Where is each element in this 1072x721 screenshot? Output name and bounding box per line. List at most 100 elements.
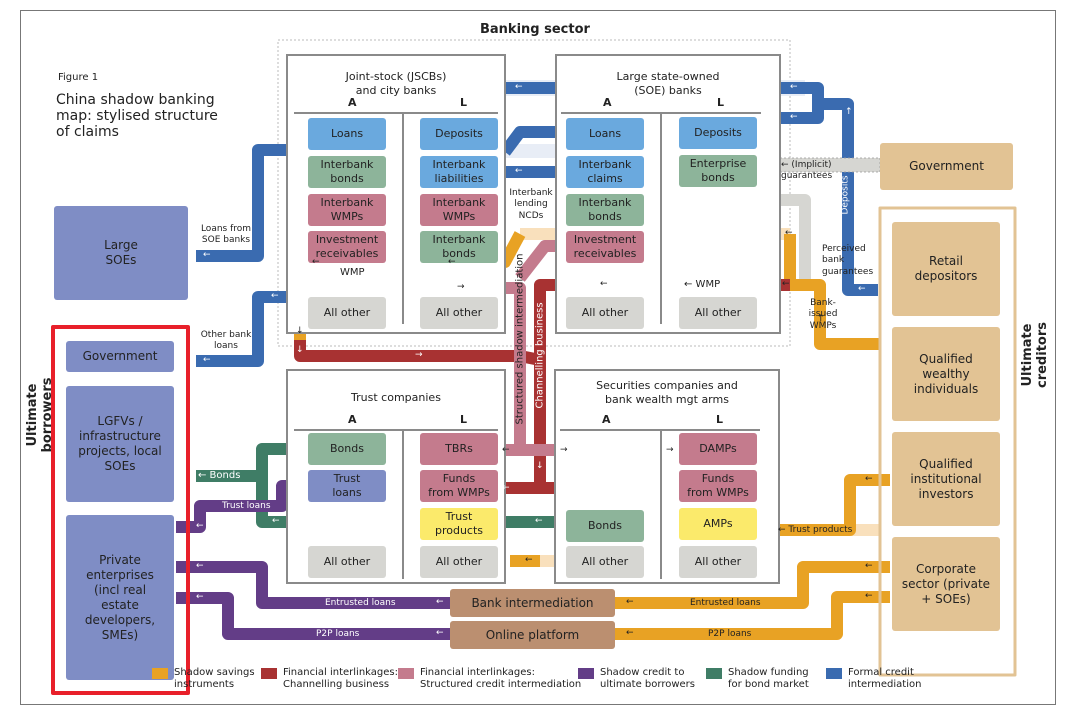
arrow-left-icon: ← xyxy=(865,561,873,571)
ultimate-borrowers-heading: Ultimate borrowers xyxy=(25,377,55,453)
arrow-left-icon: ← xyxy=(271,291,279,301)
arrow-down-icon: ↓ xyxy=(536,461,544,471)
label-interbank-lending: Interbank lending NCDs xyxy=(509,188,553,221)
legend-item-formal-credit: Formal credit intermediation xyxy=(826,667,921,691)
jscb-asset-all-other: All other xyxy=(308,297,386,329)
legend-item-structured: Financial interlinkages: Structured cred… xyxy=(398,667,581,691)
arrow-left-icon: ← xyxy=(312,257,320,267)
arrow-down-icon: ↓ xyxy=(296,326,304,336)
borrower-large-soes: Large SOEs xyxy=(54,206,188,300)
arrow-left-icon: ← xyxy=(203,250,211,260)
jscb-divider xyxy=(294,112,498,114)
arrow-left-icon: ← xyxy=(790,82,798,92)
figure-frame xyxy=(20,10,1056,705)
soe-liab-all-other: All other xyxy=(679,297,757,329)
sec-liab-funds-from-wmps: Funds from WMPs xyxy=(679,470,757,502)
flow-interbank-loans xyxy=(500,126,570,156)
panel-soe-title: Large state-owned (SOE) banks xyxy=(616,70,720,97)
soe-asset-interbank-bonds: Interbank bonds xyxy=(566,194,644,226)
label-loans-from-soe: Loans from SOE banks xyxy=(200,224,252,246)
arrow-right-icon: → xyxy=(560,483,568,493)
trust-col-l: L xyxy=(460,413,468,426)
flow-p2p-loans xyxy=(176,592,450,640)
legend-swatch xyxy=(826,668,842,679)
creditor-qualified-institutional: Qualified institutional investors xyxy=(892,432,1000,526)
figure-label: Figure 1 xyxy=(58,72,99,83)
soe-col-l: L xyxy=(717,96,725,109)
label-structured-shadow: Structured shadow intermediation xyxy=(514,253,526,425)
arrow-left-icon: ← xyxy=(448,257,456,267)
sec-liab-amps: AMPs xyxy=(679,508,757,540)
soe-col-a: A xyxy=(603,96,612,109)
arrow-right-icon: → xyxy=(666,483,674,493)
flow-loans-from-soe xyxy=(196,144,300,262)
jscb-liab-interbank-liabilities: Interbank liabilities xyxy=(420,156,498,188)
label-implicit-guarantees: ← (Implicit) guarantees xyxy=(781,160,833,182)
legend-label: Shadow credit to ultimate borrowers xyxy=(600,667,695,690)
borrower-lgfvs: LGFVs / infrastructure projects, local S… xyxy=(66,386,174,502)
flow-bank-issued-wmps xyxy=(790,279,880,350)
arrow-left-icon: ← xyxy=(865,474,873,484)
sec-asset-all-other: All other xyxy=(566,546,644,578)
arrow-left-icon: ← xyxy=(790,112,798,122)
flow-bonds-trust xyxy=(196,443,305,482)
arrow-left-icon: ← xyxy=(436,628,444,638)
intermediary-bank: Bank intermediation xyxy=(450,589,615,617)
label-deposits: Deposits xyxy=(840,175,851,215)
label-trust-loans: Trust loans xyxy=(222,501,271,511)
creditor-qualified-wealthy: Qualified wealthy individuals xyxy=(892,327,1000,421)
flow-entrusted-loans-right xyxy=(615,561,890,609)
figure-title: China shadow banking map: stylised struc… xyxy=(56,92,218,141)
flow-trust-loans xyxy=(176,480,305,533)
arrow-left-icon: ← xyxy=(865,591,873,601)
label-p2p-loans-left: P2P loans xyxy=(316,629,360,639)
arrow-left-icon: ← xyxy=(502,483,510,493)
jscb-col-l: L xyxy=(460,96,468,109)
borrower-private-enterprises: Private enterprises (incl real estate de… xyxy=(66,515,174,680)
soe-asset-loans: Loans xyxy=(566,118,644,150)
sec-col-l: L xyxy=(716,413,724,426)
label-other-bank-loans: Other bank loans xyxy=(200,330,252,352)
arrow-left-icon: ← xyxy=(196,561,204,571)
banking-sector-heading: Banking sector xyxy=(480,22,590,37)
creditor-corporate-sector: Corporate sector (private + SOEs) xyxy=(892,537,1000,631)
label-wmp: WMP xyxy=(340,267,365,278)
arrow-left-icon: ← xyxy=(203,355,211,365)
soe-asset-all-other: All other xyxy=(566,297,644,329)
arrow-left-icon: ← xyxy=(436,597,444,607)
legend-label: Formal credit intermediation xyxy=(848,667,922,690)
panel-trust-title: Trust companies xyxy=(351,391,441,404)
trust-liab-all-other: All other xyxy=(420,546,498,578)
soe-liab-enterprise-bonds: Enterprise bonds xyxy=(679,155,757,187)
flow-deposits-mid xyxy=(780,104,824,124)
legend-swatch xyxy=(706,668,722,679)
arrow-left-icon: ← xyxy=(785,228,793,238)
label-entrusted-loans-right: Entrusted loans xyxy=(690,598,761,608)
jscb-asset-interbank-bonds: Interbank bonds xyxy=(308,156,386,188)
arrow-up-icon: ↑ xyxy=(845,107,853,117)
flow-other-bank-loans xyxy=(196,291,290,367)
legend-swatch xyxy=(578,668,594,679)
sec-col-a: A xyxy=(602,413,611,426)
label-trust-products: ← Trust products xyxy=(778,525,853,535)
borrower-government: Government xyxy=(66,341,174,372)
sec-col-divider xyxy=(660,429,662,579)
jscb-col-divider xyxy=(402,112,404,324)
arrow-right-icon: → xyxy=(560,445,568,455)
flow-channelling-top xyxy=(294,340,542,366)
flow-p2p-loans-right xyxy=(615,591,890,640)
jscb-liab-interbank-bonds: Interbank bonds xyxy=(420,231,498,263)
trust-asset-trust-loans: Trust loans xyxy=(308,470,386,502)
arrow-left-icon: ← xyxy=(782,279,790,289)
flow-perceived-guarantees xyxy=(780,194,811,280)
label-bonds: ← Bonds xyxy=(198,470,241,481)
soe-col-divider xyxy=(660,112,662,324)
arrow-left-icon: ← xyxy=(196,592,204,602)
arrow-up-icon: ↑ xyxy=(817,314,825,324)
arrow-left-icon: ← xyxy=(626,628,634,638)
intermediary-online-platform: Online platform xyxy=(450,621,615,649)
legend-item-shadow-savings: Shadow savings instruments xyxy=(152,667,255,691)
creditor-government: Government xyxy=(880,143,1013,190)
legend-item-shadow-funding: Shadow funding for bond market xyxy=(706,667,809,691)
arrow-left-icon: ← xyxy=(515,166,523,176)
